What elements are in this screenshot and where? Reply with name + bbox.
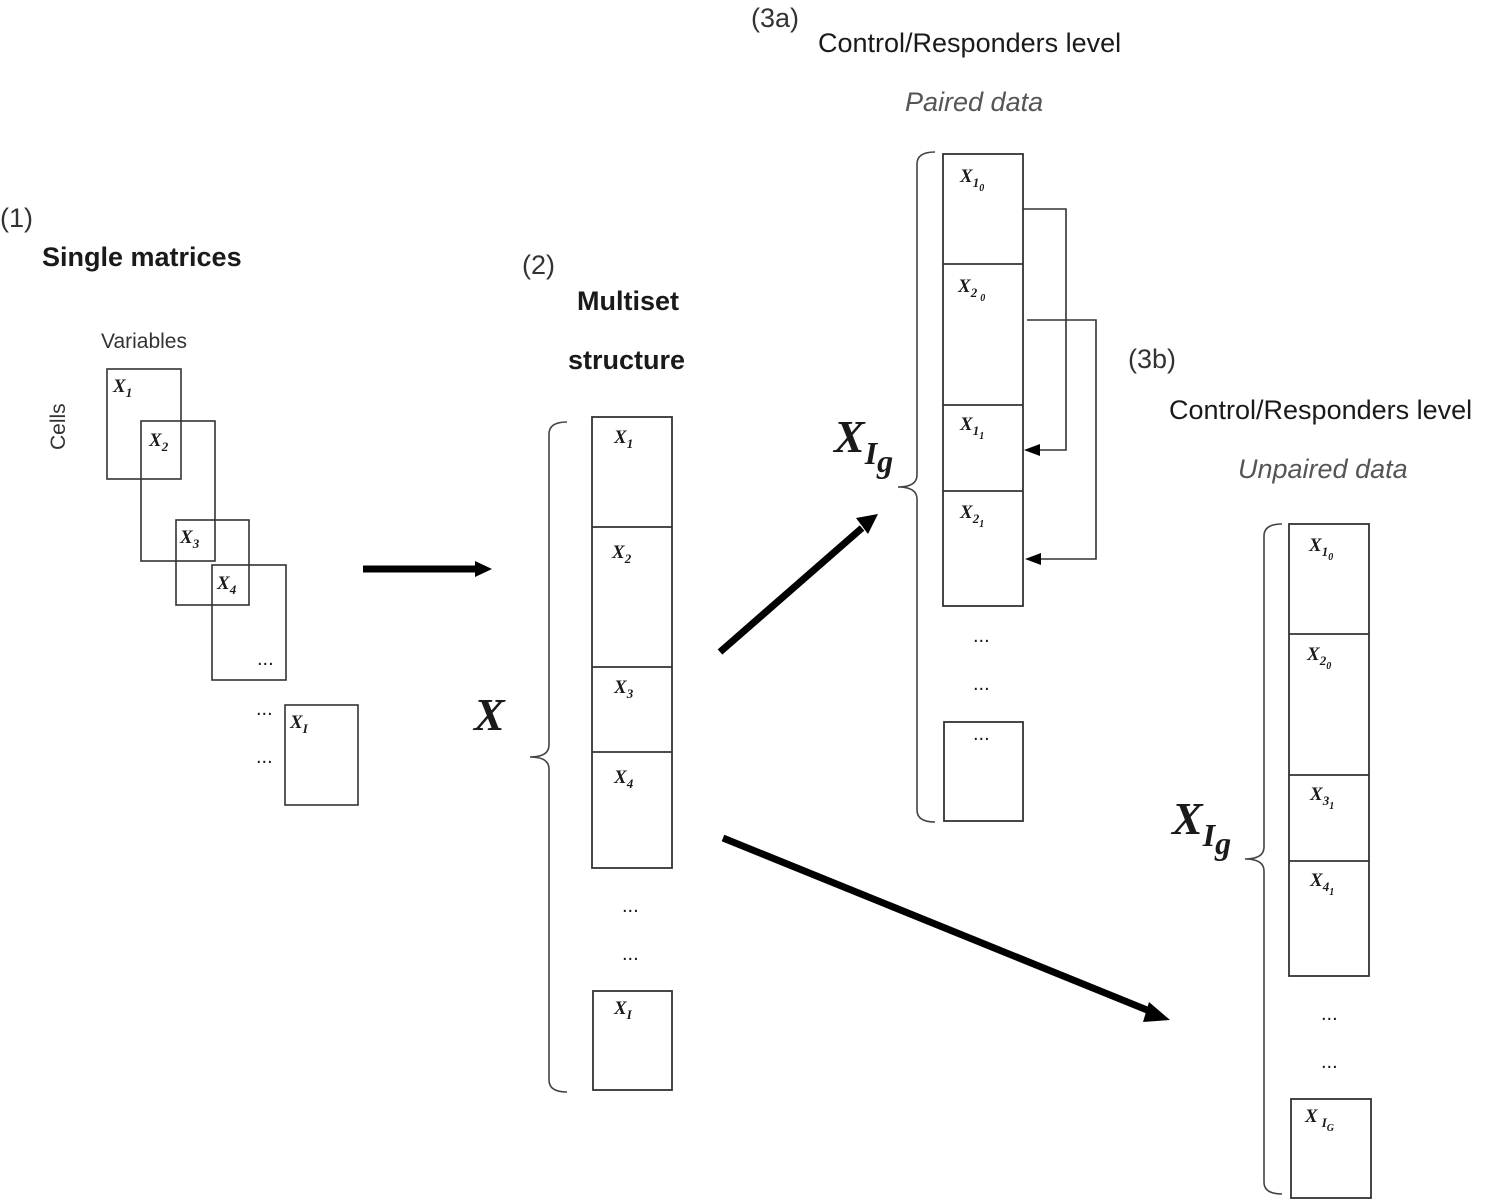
unpaired-brace <box>1244 523 1283 1195</box>
unpaired-last-block <box>1290 1098 1372 1199</box>
arrow-1-to-2-head <box>475 561 492 577</box>
single-label-1: X1 <box>112 376 132 400</box>
paired-dots-1: ... <box>973 625 990 647</box>
multiset-dots-2: ... <box>622 943 639 965</box>
single-label-last: XI <box>289 712 309 736</box>
unpaired-label-4: X41 <box>1309 870 1334 898</box>
unpaired-dots-1: ... <box>1321 1003 1338 1025</box>
unpaired-blocks <box>1288 523 1372 1199</box>
section-2-title-line2: structure <box>568 345 686 375</box>
section-2-title-line1: Multiset <box>577 286 680 316</box>
arrow-2-to-3b <box>721 834 1154 1016</box>
section-3b-title: Control/Responders level <box>1169 395 1473 425</box>
paired-label-3: X11 <box>959 414 984 442</box>
multiset-label-1: X1 <box>613 427 633 451</box>
section-2-number: (2) <box>522 250 555 280</box>
single-label-3: X3 <box>179 527 200 551</box>
multiset-label-4: X4 <box>613 767 634 791</box>
paired-symbol: XIg <box>832 411 893 479</box>
single-dots-1: ... <box>256 698 273 720</box>
section-1-number: (1) <box>0 203 33 233</box>
variables-label: Variables <box>101 330 187 353</box>
unpaired-symbol: XIg <box>1170 793 1231 861</box>
arrow-2-to-3b-head <box>1143 1002 1170 1022</box>
multiset-label-2: X2 <box>611 542 632 566</box>
paired-last-block <box>943 721 1024 822</box>
arrow-2-to-3a-head <box>856 514 878 534</box>
paired-blocks <box>942 153 1024 822</box>
single-dots-inbox: ... <box>257 648 274 670</box>
multiset-brace <box>529 421 568 1093</box>
single-dots-2: ... <box>256 746 273 768</box>
multiset-column <box>591 416 673 869</box>
single-label-4: X4 <box>216 573 237 597</box>
section-3b-number: (3b) <box>1128 344 1177 374</box>
pair-connector-2 <box>1027 319 1097 560</box>
unpaired-label-2: X20 <box>1306 644 1331 672</box>
unpaired-dots-2: ... <box>1321 1051 1338 1073</box>
paired-dots-inbox: ... <box>973 723 990 745</box>
unpaired-label-1: X10 <box>1308 535 1333 563</box>
section-1-title: Single matrices <box>42 242 242 272</box>
single-matrix-last <box>284 704 359 806</box>
pair-connector-2-head <box>1025 553 1041 565</box>
multiset-last-block <box>592 990 673 1091</box>
single-matrix-4 <box>211 564 287 681</box>
single-matrix-2 <box>140 420 216 562</box>
multiset-symbol: X <box>472 689 506 740</box>
section-3a-number: (3a) <box>751 3 800 33</box>
multiset-label-3: X3 <box>613 677 634 701</box>
paired-label-1: X10 <box>959 166 984 194</box>
pair-connector-1 <box>1023 208 1067 451</box>
arrow-2-to-3a <box>717 525 865 655</box>
paired-column <box>942 153 1024 607</box>
single-matrices <box>106 368 359 806</box>
single-matrix-1 <box>106 368 182 480</box>
paired-dots-2: ... <box>973 673 990 695</box>
single-label-2: X2 <box>148 430 169 454</box>
pairing-connectors <box>1023 208 1097 560</box>
multiset-dots-1: ... <box>622 895 639 917</box>
section-3b-subtitle: Unpaired data <box>1238 454 1408 484</box>
unpaired-label-3: X31 <box>1309 784 1334 812</box>
paired-brace <box>897 151 936 823</box>
section-3a-title: Control/Responders level <box>818 28 1122 58</box>
paired-label-4: X21 <box>959 502 984 530</box>
pair-connector-1-head <box>1024 444 1040 456</box>
multiset-blocks <box>591 416 673 1091</box>
unpaired-column <box>1288 523 1370 977</box>
multiset-label-last: XI <box>613 998 633 1022</box>
section-3a-subtitle: Paired data <box>905 87 1044 117</box>
